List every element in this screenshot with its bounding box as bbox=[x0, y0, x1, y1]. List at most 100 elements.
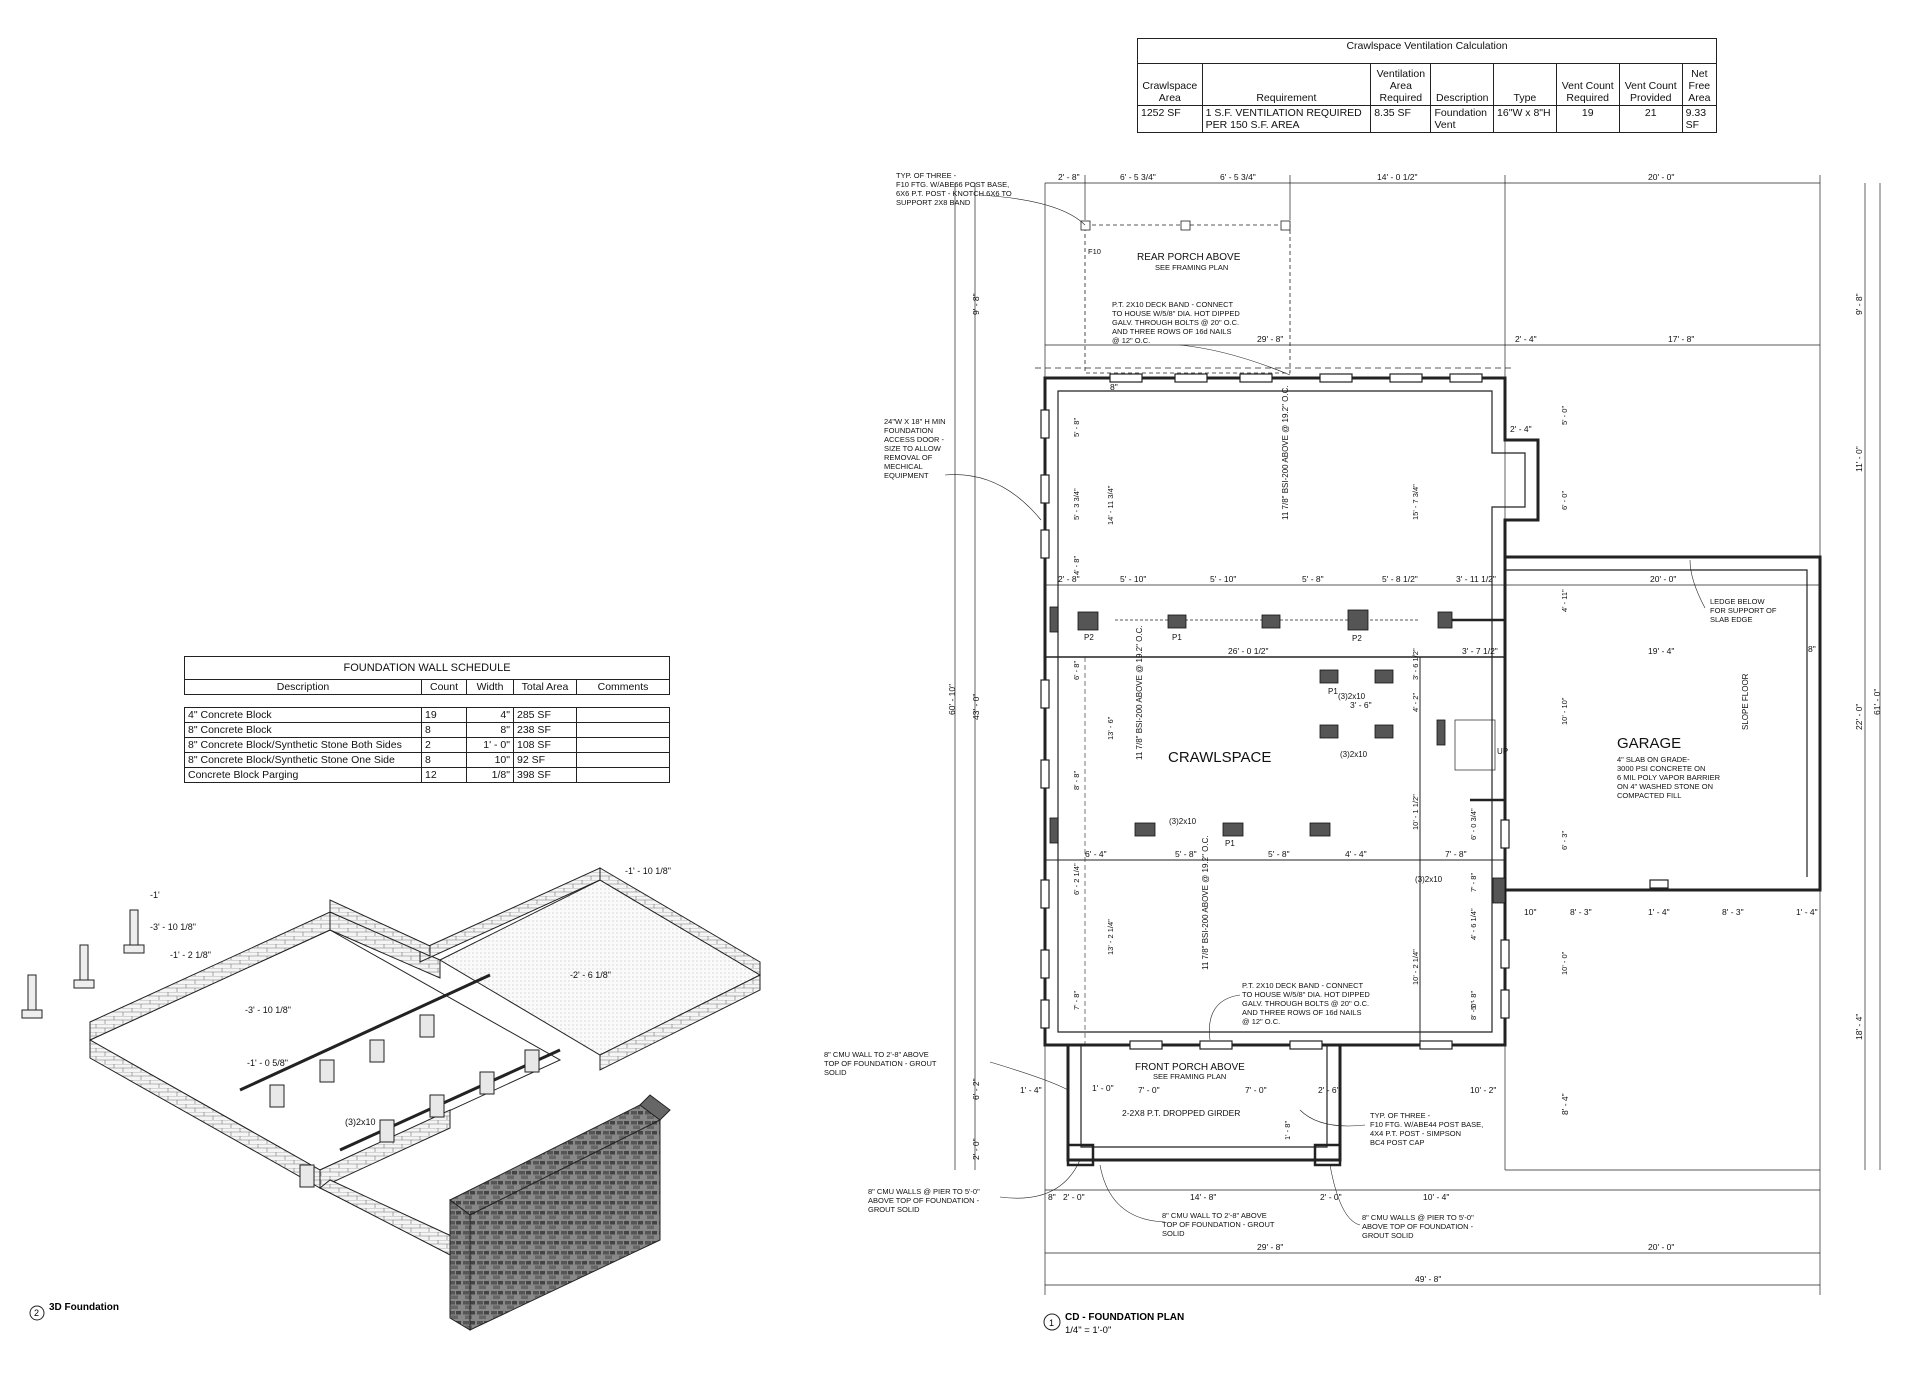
svg-text:BC4 POST CAP: BC4 POST CAP bbox=[1370, 1138, 1424, 1147]
slope-label: SLOPE FLOOR bbox=[1741, 673, 1750, 730]
svg-text:GALV. THROUGH BOLTS @ 20" O.C.: GALV. THROUGH BOLTS @ 20" O.C. bbox=[1242, 999, 1369, 1008]
rear-porch-outline bbox=[1084, 224, 1291, 374]
note-deck-band-front: P.T. 2X10 DECK BAND - CONNECT TO HOUSE W… bbox=[1242, 981, 1370, 1026]
dim-text: 9' - 8" bbox=[971, 293, 981, 315]
svg-text:P.T. 2X10 DECK BAND - CONNECT: P.T. 2X10 DECK BAND - CONNECT bbox=[1112, 300, 1234, 309]
dim-text: 6' - 2" bbox=[971, 1078, 981, 1100]
dim-text: 5' - 8" bbox=[1175, 849, 1197, 859]
dim-text: 1' - 4" bbox=[1648, 907, 1670, 917]
svg-text:8" CMU WALLS @ PIER TO 5'-0": 8" CMU WALLS @ PIER TO 5'-0" bbox=[1362, 1213, 1474, 1222]
plan-notes: TYP. OF THREE - F10 FTG. W/ABE66 POST BA… bbox=[824, 171, 1777, 1240]
vent-header: Ventilation Area Required bbox=[1370, 63, 1432, 106]
dim-text: 6' - 8" bbox=[1072, 661, 1081, 680]
svg-text:SIZE TO ALLOW: SIZE TO ALLOW bbox=[884, 444, 942, 453]
svg-text:SOLID: SOLID bbox=[1162, 1229, 1185, 1238]
view-number-bubble bbox=[29, 1305, 45, 1321]
foundation-wall-schedule: FOUNDATION WALL SCHEDULE Description Cou… bbox=[184, 656, 670, 783]
dim-text: 7' - 0" bbox=[1138, 1085, 1160, 1095]
girder-label: 2-2X8 P.T. DROPPED GIRDER bbox=[1122, 1108, 1240, 1118]
svg-text:EQUIPMENT: EQUIPMENT bbox=[884, 471, 929, 480]
svg-text:6 MIL POLY VAPOR BARRIER: 6 MIL POLY VAPOR BARRIER bbox=[1617, 773, 1721, 782]
svg-text:MECHICAL: MECHICAL bbox=[884, 462, 923, 471]
svg-text:FOUNDATION: FOUNDATION bbox=[884, 426, 933, 435]
foundation-vents bbox=[1040, 373, 1669, 1050]
dim-text: 6' - 5 3/4" bbox=[1120, 172, 1156, 182]
leader-lines bbox=[944, 194, 1706, 1226]
iso-label: (3)2x10 bbox=[345, 1117, 376, 1127]
svg-text:8" CMU WALL TO 2'-8" ABOVE: 8" CMU WALL TO 2'-8" ABOVE bbox=[824, 1050, 929, 1059]
crawlspace-wall bbox=[1043, 376, 1540, 1047]
dim-text: 8" bbox=[1808, 644, 1816, 654]
iso-label: -1' - 0 5/8" bbox=[247, 1058, 288, 1068]
iso-label: -1' - 10 1/8" bbox=[625, 866, 671, 876]
iso-title: 2 3D Foundation bbox=[29, 1302, 119, 1321]
dim-text: 2' - 8" bbox=[1058, 172, 1080, 182]
joist-label: 11 7/8" BSI-200 ABOVE @ 19.2" O.C. bbox=[1281, 385, 1290, 520]
dim-text: 26' - 0 1/2" bbox=[1228, 646, 1269, 656]
dim-text: 10' - 1 1/2" bbox=[1411, 794, 1420, 830]
dim-text: 7' - 0" bbox=[1245, 1085, 1267, 1095]
room-label-crawlspace: CRAWLSPACE bbox=[1168, 749, 1271, 766]
iso-label: -3' - 10 1/8" bbox=[150, 922, 196, 932]
pier-label: P1 bbox=[1225, 839, 1235, 848]
vent-cell: 16"W x 8"H bbox=[1493, 105, 1557, 133]
room-label-front-porch: FRONT PORCH ABOVE bbox=[1135, 1062, 1245, 1073]
svg-text:SOLID: SOLID bbox=[824, 1068, 847, 1077]
schedule-header: Comments bbox=[576, 679, 670, 695]
svg-text:SLAB EDGE: SLAB EDGE bbox=[1710, 615, 1753, 624]
svg-text:AND THREE ROWS OF 16d NAILS: AND THREE ROWS OF 16d NAILS bbox=[1242, 1008, 1361, 1017]
svg-text:REMOVAL OF: REMOVAL OF bbox=[884, 453, 933, 462]
schedule-header: Total Area bbox=[513, 679, 577, 695]
svg-text:@ 12" O.C.: @ 12" O.C. bbox=[1112, 336, 1150, 345]
svg-text:TO HOUSE W/5/8" DIA. HOT DIPPE: TO HOUSE W/5/8" DIA. HOT DIPPED bbox=[1112, 309, 1240, 318]
vent-cell: 19 bbox=[1555, 105, 1620, 133]
view-number: 2 bbox=[34, 1308, 39, 1318]
dim-text: 5' - 8" bbox=[1302, 574, 1324, 584]
vent-header: Crawlspace Area bbox=[1137, 63, 1203, 106]
dim-text: 15' - 7 3/4" bbox=[1411, 484, 1420, 520]
plan-labels: REAR PORCH ABOVE SEE FRAMING PLAN CRAWLS… bbox=[1084, 247, 1750, 1118]
dim-text: 10' - 2" bbox=[1470, 1085, 1496, 1095]
pier-label: P2 bbox=[1352, 634, 1362, 643]
dim-text: 14' - 8" bbox=[1190, 1192, 1216, 1202]
schedule-row: 8" Concrete Block/Synthetic Stone Both S… bbox=[184, 737, 670, 753]
room-label-garage: GARAGE bbox=[1617, 735, 1681, 752]
schedule-row: 4" Concrete Block 19 4" 285 SF bbox=[184, 707, 670, 723]
svg-text:TOP OF FOUNDATION - GROUT: TOP OF FOUNDATION - GROUT bbox=[824, 1059, 937, 1068]
beam-label: (3)2x10 bbox=[1415, 875, 1443, 884]
dim-text: 8' - 8" bbox=[1072, 771, 1081, 790]
dim-text: 9' - 8" bbox=[1854, 293, 1864, 315]
dim-text: 4' - 11" bbox=[1560, 589, 1569, 612]
svg-text:GROUT SOLID: GROUT SOLID bbox=[1362, 1231, 1414, 1240]
dim-text: 4' - 6 1/4" bbox=[1469, 908, 1478, 940]
vent-header: Description bbox=[1430, 63, 1495, 106]
pier-label: P1 bbox=[1328, 687, 1338, 696]
iso-foundation bbox=[21, 867, 762, 1331]
dim-text: 8' - 0" bbox=[1469, 1001, 1478, 1020]
dim-text: 8' - 3" bbox=[1570, 907, 1592, 917]
svg-text:3000 PSI CONCRETE ON: 3000 PSI CONCRETE ON bbox=[1617, 764, 1705, 773]
svg-text:P.T. 2X10 DECK BAND - CONNECT: P.T. 2X10 DECK BAND - CONNECT bbox=[1242, 981, 1364, 990]
dim-text: 19' - 4" bbox=[1648, 646, 1674, 656]
dim-text: 2' - 6" bbox=[1318, 1085, 1340, 1095]
note-typ-three-rear: TYP. OF THREE - F10 FTG. W/ABE66 POST BA… bbox=[896, 171, 1012, 207]
note-slab: 4" SLAB ON GRADE- 3000 PSI CONCRETE ON 6… bbox=[1617, 755, 1721, 800]
f10-label: F10 bbox=[1088, 247, 1101, 256]
beam-label: (3)2x10 bbox=[1340, 750, 1368, 759]
pier-label: P2 bbox=[1084, 633, 1094, 642]
dim-text: 2' - 4" bbox=[1515, 334, 1537, 344]
room-label-rear-porch: REAR PORCH ABOVE bbox=[1137, 252, 1241, 263]
view-title: 3D Foundation bbox=[49, 1302, 119, 1313]
schedule-row: 8" Concrete Block/Synthetic Stone One Si… bbox=[184, 752, 670, 768]
vent-header: Net Free Area bbox=[1681, 63, 1718, 106]
dim-text: 20' - 0" bbox=[1648, 172, 1674, 182]
svg-text:F10 FTG. W/ABE66 POST BASE,: F10 FTG. W/ABE66 POST BASE, bbox=[896, 180, 1009, 189]
dim-text: 7' - 8" bbox=[1469, 873, 1478, 892]
dim-text: 6' - 5 3/4" bbox=[1220, 172, 1256, 182]
svg-text:24"W X 18" H MIN: 24"W X 18" H MIN bbox=[884, 417, 946, 426]
svg-text:ON 4" WASHED STONE ON: ON 4" WASHED STONE ON bbox=[1617, 782, 1713, 791]
stair-up-label: UP bbox=[1497, 747, 1508, 756]
dim-text: 8" bbox=[1048, 1192, 1056, 1202]
dim-text: 10' - 10" bbox=[1560, 697, 1569, 725]
